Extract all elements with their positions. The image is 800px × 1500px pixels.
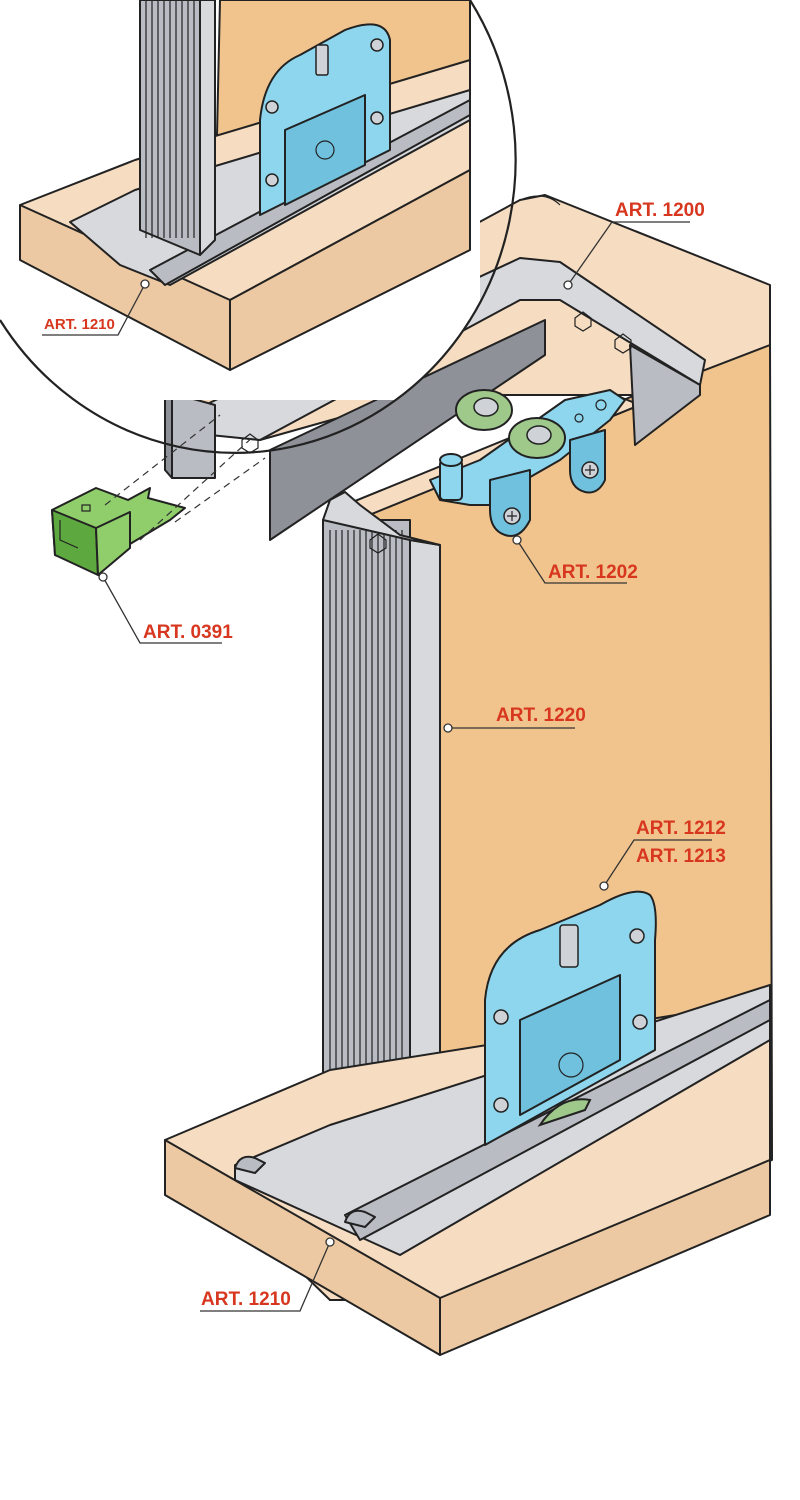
- label-art-1210-top: ART. 1210: [42, 279, 150, 336]
- stop-clip-art-0391: [51, 487, 186, 576]
- clip-alignment-lines: [104, 414, 266, 541]
- top-carriage-art-1202: [429, 389, 626, 537]
- label-art-0391: ART. 0391: [98, 572, 233, 644]
- label-art-1210-bottom-text: ART. 1210: [201, 1289, 291, 1310]
- label-art-1213-text: ART. 1213: [636, 846, 726, 867]
- handle-profile-art-1220: [322, 491, 441, 1206]
- label-art-1220-text: ART. 1220: [496, 705, 586, 726]
- label-art-1202-text: ART. 1202: [548, 562, 638, 583]
- label-art-1210-bottom: ART. 1210: [200, 1237, 335, 1312]
- label-art-1210-top-text: ART. 1210: [44, 316, 115, 333]
- label-art-1200-text: ART. 1200: [615, 200, 705, 221]
- label-art-1200: ART. 1200: [563, 200, 705, 290]
- label-art-0391-text: ART. 0391: [143, 622, 233, 643]
- label-art-1202: ART. 1202: [512, 535, 638, 584]
- label-art-1212-text: ART. 1212: [636, 818, 726, 839]
- bottom-guide-plate-art-1212-1213: [484, 890, 657, 1146]
- label-art-1220: ART. 1220: [443, 705, 586, 733]
- label-art-1212-1213: ART. 1212 ART. 1213: [599, 818, 726, 891]
- detail-magnifier: [0, 0, 517, 454]
